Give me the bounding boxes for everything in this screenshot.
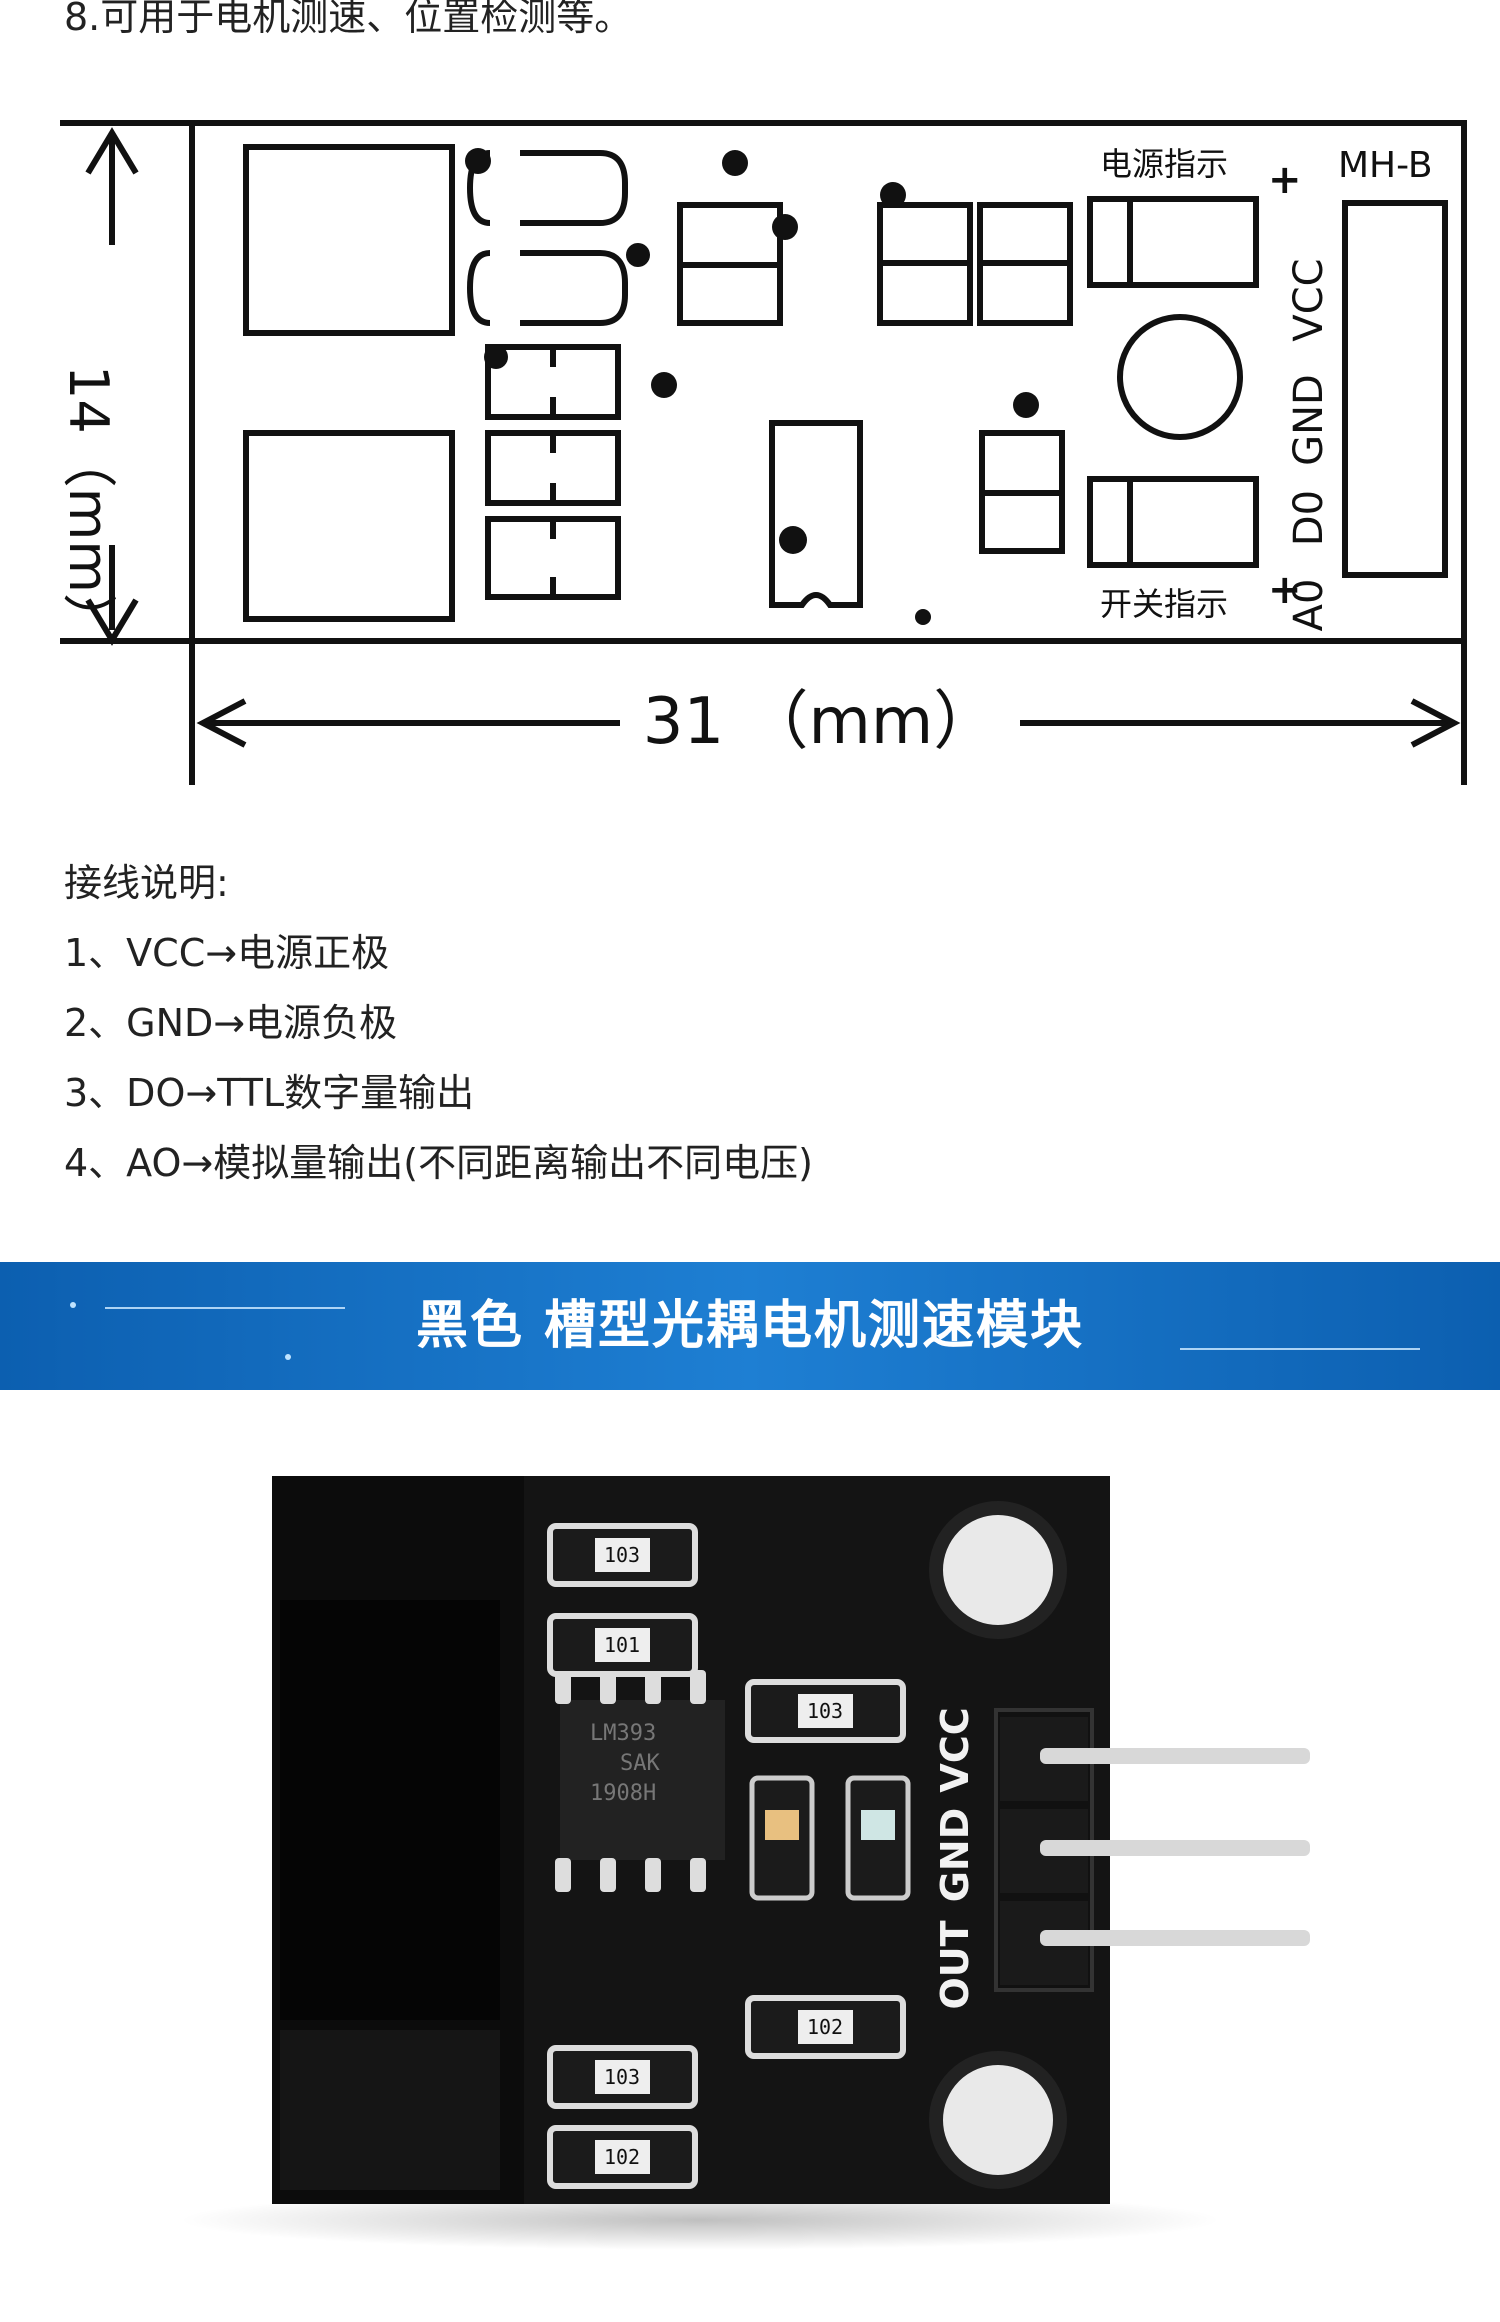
resistor-label: 103 (604, 1543, 640, 1567)
pad-bottom (243, 430, 455, 622)
pin-label-d0: D0 (1286, 490, 1332, 546)
switch-indicator-plus: + (1268, 567, 1302, 613)
mount-hole (1117, 314, 1243, 440)
resistor-label: 102 (604, 2145, 640, 2169)
resistor-label: 102 (807, 2015, 843, 2039)
banner-decoration-dot (285, 1354, 291, 1360)
wiring-item-gnd: 2、GND→电源负极 (64, 1001, 398, 1045)
resistor-label: 103 (807, 1699, 843, 1723)
height-dimension-label: 14（mm） (57, 365, 120, 647)
pin-header (1342, 200, 1448, 578)
banner-decoration-line-left (105, 1307, 345, 1309)
width-dimension-label: 31 （mm） (643, 685, 997, 759)
wiring-item-do: 3、DO→TTL数字量输出 (64, 1071, 475, 1115)
dimension-diagram: 14（mm） 31 （mm） 电源指示 + MH-B 开关指示 + VCC GN… (57, 120, 1467, 785)
intro-line: 8.可用于电机测速、位置检测等。 (64, 0, 633, 39)
photo-pin-label-vcc: VCC (933, 1707, 977, 1792)
ic-marking-line3: 1908H (590, 1781, 656, 1806)
ic-marking-line1: LM393 (590, 1721, 656, 1746)
wiring-title: 接线说明: (64, 861, 229, 905)
section-banner: 黑色 槽型光耦电机测速模块 (0, 1262, 1500, 1390)
model-label: MH-B (1338, 145, 1433, 186)
mount-hole-top (929, 1501, 1067, 1639)
product-photo: LM393 SAK 1908H 103 101 103 102 103 102 … (180, 1476, 1310, 2250)
wiring-item-vcc: 1、VCC→电源正极 (64, 931, 390, 975)
photo-pin-label-out: OUT (933, 1920, 977, 2009)
photo-pin-label-gnd: GND (933, 1808, 977, 1903)
banner-title: 黑色 槽型光耦电机测速模块 (415, 1296, 1085, 1356)
pin-label-vcc: VCC (1286, 258, 1332, 341)
banner-decoration-dot (70, 1302, 76, 1308)
pin-label-a0: A0 (1286, 579, 1332, 632)
board-outline (189, 120, 1467, 644)
mount-hole-bottom (929, 2051, 1067, 2189)
wiring-item-ao: 4、AO→模拟量输出(不同距离输出不同电压) (64, 1141, 813, 1185)
wiring-instructions: 接线说明: 1、VCC→电源正极 2、GND→电源负极 3、DO→TTL数字量输… (64, 848, 813, 1198)
pad-top (243, 144, 455, 336)
ic-marking-line2: SAK (620, 1751, 660, 1776)
power-indicator-label: 电源指示 (1100, 145, 1228, 183)
banner-decoration-line-right (1180, 1348, 1420, 1350)
ic-lm393 (560, 1700, 725, 1860)
resistor-label: 103 (604, 2065, 640, 2089)
power-indicator-plus: + (1268, 157, 1302, 203)
resistor-label: 101 (604, 1633, 640, 1657)
switch-indicator-label: 开关指示 (1100, 585, 1228, 623)
pin-label-gnd: GND (1286, 374, 1332, 466)
